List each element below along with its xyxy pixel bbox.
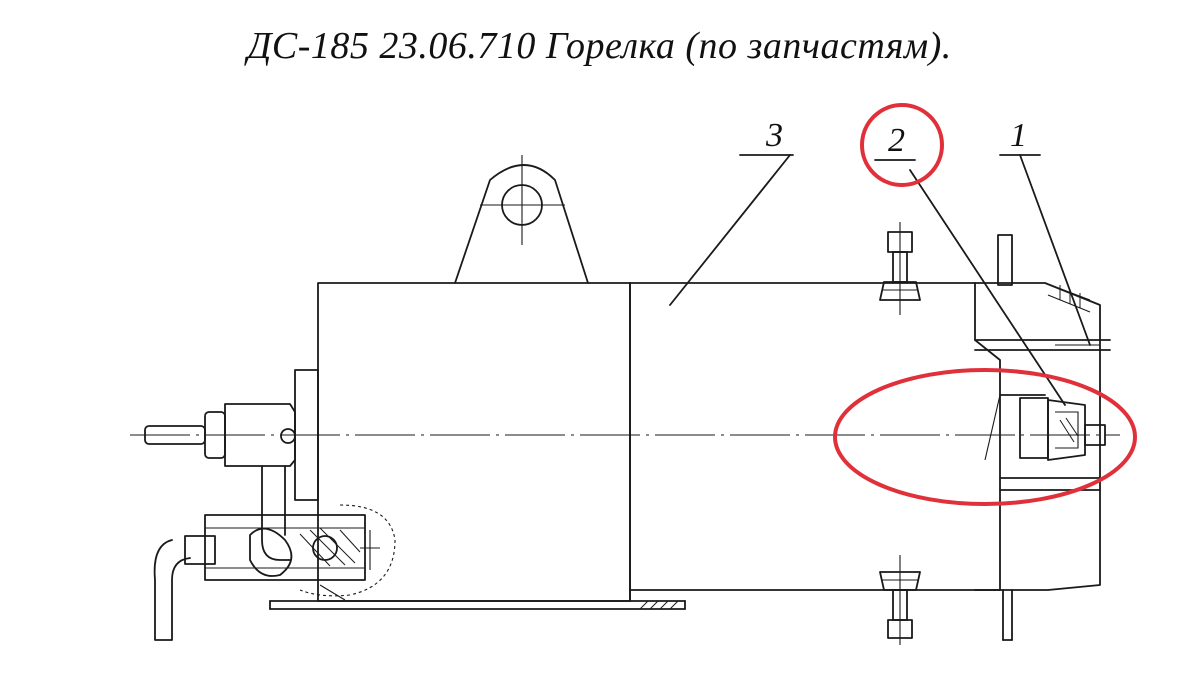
highlight-circle-callout-2 xyxy=(860,103,944,187)
top-bolt xyxy=(879,222,921,315)
fuel-inlet-assembly xyxy=(144,369,396,641)
leader-line-1 xyxy=(1019,154,1091,346)
highlight-ellipse-nozzle xyxy=(833,368,1137,506)
callout-2: 2 xyxy=(888,122,905,159)
nozzle-head xyxy=(974,234,1111,641)
callout-3: 3 xyxy=(765,117,783,154)
leader-line-2 xyxy=(909,169,1066,406)
base-plate xyxy=(269,600,686,610)
drawing-title: ДС-185 23.06.710 Горелка (по запчастям). xyxy=(247,25,952,67)
burner-body xyxy=(317,282,1001,602)
callout-1: 1 xyxy=(1010,117,1027,154)
lifting-lug xyxy=(454,155,589,284)
bottom-bolt xyxy=(879,555,921,645)
leader-line-3 xyxy=(669,154,791,306)
